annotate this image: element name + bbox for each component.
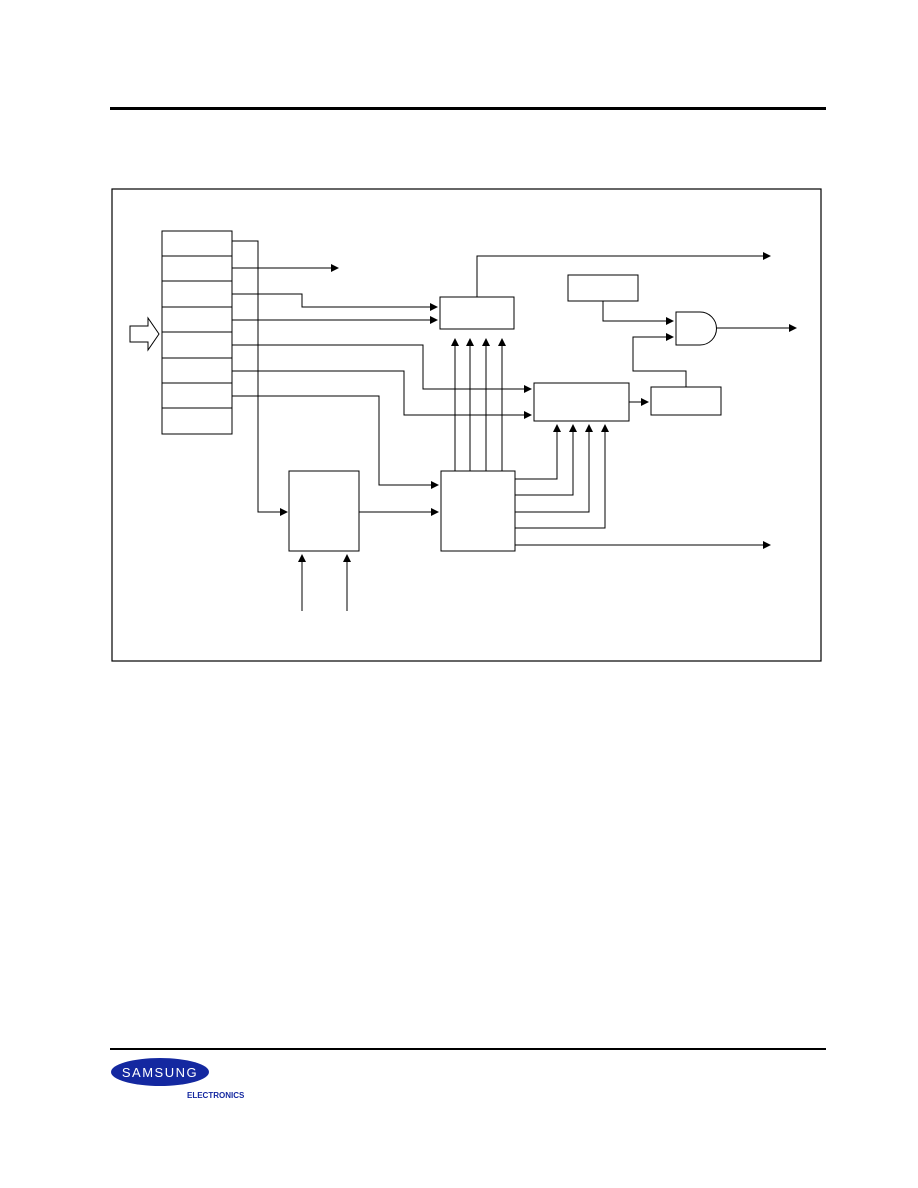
comparator-block xyxy=(439,296,515,330)
wire-bit3-to-compare xyxy=(232,344,532,393)
register-bit-2 xyxy=(161,357,233,384)
wire-counter-to-compare-3 xyxy=(515,424,593,513)
register-bit-0 xyxy=(161,407,233,435)
logo-division-text: ELECTRONICS xyxy=(187,1091,245,1100)
counter-compare-block xyxy=(533,382,630,422)
data-bus-input-arrow xyxy=(129,316,160,352)
wire-top-block-to-and xyxy=(602,301,674,325)
diagram-frame xyxy=(111,188,822,662)
wire-output-register-to-and xyxy=(632,333,687,387)
top-right-block xyxy=(567,274,639,302)
register-bit-4 xyxy=(161,306,233,333)
output-register-block xyxy=(650,386,722,416)
counter-block xyxy=(440,470,516,552)
wire-counter-to-compare-1 xyxy=(515,424,561,480)
block-diagram xyxy=(111,188,822,662)
register-bit-5 xyxy=(161,280,233,308)
register-bit-7 xyxy=(161,230,233,257)
wire-bit7-to-prescaler xyxy=(232,240,288,516)
wire-comparator-output xyxy=(476,252,771,297)
register-bit-1 xyxy=(161,382,233,409)
wire-counter-to-compare-4 xyxy=(515,424,609,529)
header-rule xyxy=(110,107,826,110)
register-bit-3 xyxy=(161,331,233,359)
register-bit-6 xyxy=(161,255,233,282)
control-register xyxy=(161,230,233,435)
wire-counter-to-compare-2 xyxy=(515,424,577,496)
and-gate xyxy=(675,311,717,346)
logo-ellipse xyxy=(111,1058,209,1086)
samsung-logo: SAMSUNG ELECTRONICS xyxy=(111,1058,245,1100)
logo-brand-text: SAMSUNG xyxy=(122,1065,198,1080)
wire-bit2-to-compare xyxy=(232,370,532,419)
wire-bit5-to-comparator xyxy=(232,293,438,311)
footer-rule xyxy=(110,1048,826,1050)
wire-bit1-to-counter xyxy=(232,395,439,489)
prescaler-block xyxy=(288,470,360,552)
